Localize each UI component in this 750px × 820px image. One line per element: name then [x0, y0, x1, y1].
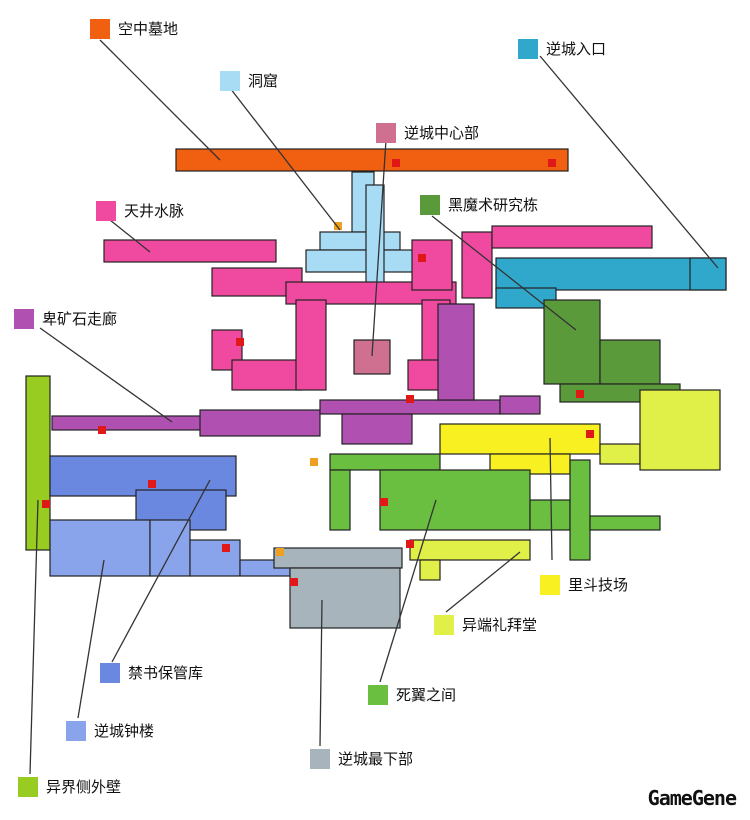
label-bottom-text: 逆城最下部 — [338, 750, 414, 768]
label-sky: 空中墓地 — [90, 18, 178, 39]
warp-points — [276, 222, 342, 556]
label-arena-text: 里斗技场 — [568, 576, 629, 594]
label-mine: 卑矿石走廊 — [14, 308, 117, 329]
area-mine[interactable] — [51, 303, 541, 445]
label-death-text: 死翼之间 — [396, 686, 457, 704]
label-mine-text: 卑矿石走廊 — [42, 310, 118, 328]
label-outer-text: 异界侧外壁 — [46, 778, 122, 796]
swatch-chapel — [434, 614, 454, 635]
area-bottom[interactable] — [273, 547, 403, 629]
area-outer[interactable] — [25, 375, 51, 551]
area-black[interactable] — [543, 299, 681, 403]
label-cave-text: 洞窟 — [248, 72, 279, 90]
leader-lines — [29, 39, 719, 775]
area-library[interactable] — [49, 455, 237, 531]
label-ceiling-text: 天井水脉 — [124, 202, 185, 220]
label-entrance-text: 逆城入口 — [546, 40, 607, 58]
swatch-ceiling — [96, 200, 116, 221]
save-points — [42, 159, 594, 586]
label-black-text: 黑魔术研究栋 — [448, 196, 539, 214]
label-cave: 洞窟 — [220, 70, 278, 91]
swatch-cave — [220, 70, 240, 91]
label-black: 黑魔术研究栋 — [420, 194, 538, 215]
label-library-text: 禁书保管库 — [128, 664, 204, 682]
watermark: GameGene — [647, 786, 737, 810]
swatch-outer — [18, 776, 38, 797]
swatch-arena — [540, 574, 560, 595]
area-death[interactable] — [329, 453, 661, 561]
swatch-library — [100, 662, 120, 683]
swatch-clock — [66, 720, 86, 741]
swatch-bottom — [310, 748, 330, 769]
area-chapel[interactable] — [409, 389, 721, 581]
label-ceiling: 天井水脉 — [96, 200, 184, 221]
area-sky[interactable] — [175, 148, 569, 172]
swatch-mine — [14, 308, 34, 329]
swatch-black — [420, 194, 440, 215]
label-chapel: 异端礼拜堂 — [434, 614, 537, 635]
label-core: 逆城中心部 — [376, 122, 479, 143]
label-bottom: 逆城最下部 — [310, 748, 413, 769]
area-clock[interactable] — [49, 519, 291, 577]
label-core-text: 逆城中心部 — [404, 124, 480, 142]
label-entrance: 逆城入口 — [518, 38, 606, 59]
area-ceiling[interactable] — [103, 225, 653, 391]
label-death: 死翼之间 — [368, 684, 456, 705]
label-clock: 逆城钟楼 — [66, 720, 154, 741]
label-chapel-text: 异端礼拜堂 — [462, 616, 538, 634]
swatch-entrance — [518, 38, 538, 59]
swatch-core — [376, 122, 396, 143]
area-entrance[interactable] — [495, 257, 727, 309]
label-clock-text: 逆城钟楼 — [94, 722, 155, 740]
label-library: 禁书保管库 — [100, 662, 203, 683]
swatch-death — [368, 684, 388, 705]
swatch-sky — [90, 18, 110, 39]
label-arena: 里斗技场 — [540, 574, 628, 595]
label-sky-text: 空中墓地 — [118, 20, 179, 38]
label-outer: 异界侧外壁 — [18, 776, 121, 797]
area-core[interactable] — [353, 339, 391, 375]
